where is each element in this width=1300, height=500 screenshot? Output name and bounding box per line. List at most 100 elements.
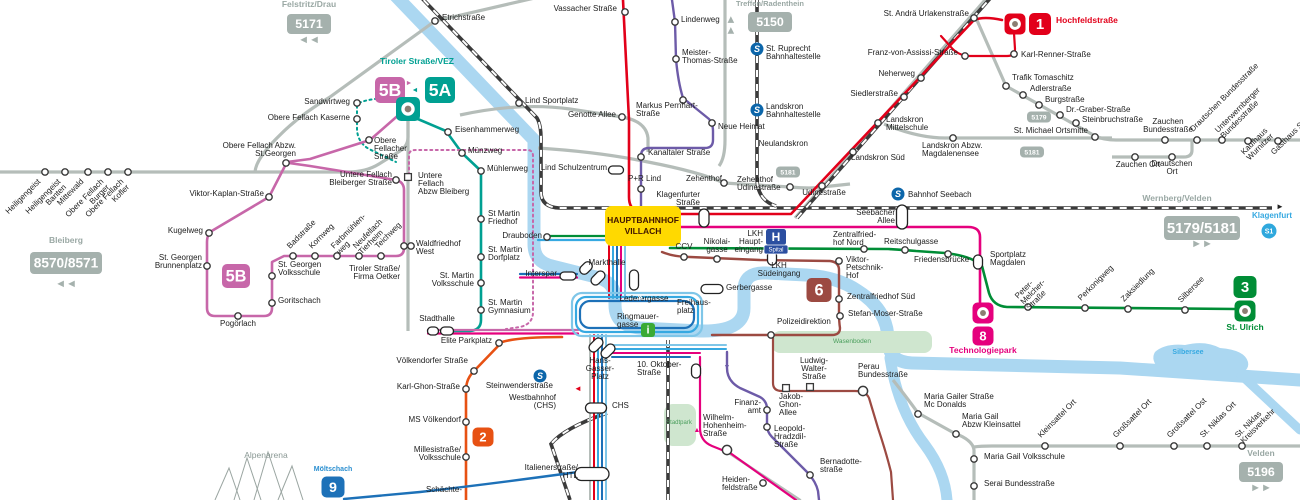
stop-label: Kugelweg	[168, 226, 203, 235]
stop-label: Neue Heimat	[718, 122, 765, 131]
stop-marker	[265, 193, 273, 201]
stop-label: Völkendorfer Straße	[396, 356, 468, 365]
regional-road	[883, 122, 1112, 140]
regional-route-badge	[748, 12, 792, 32]
bus-line-badge	[472, 427, 494, 447]
stop-label: Polizeidirektion	[777, 317, 831, 326]
stop-square-marker	[805, 382, 815, 392]
stop-label: Ringmauer-gasse	[617, 312, 659, 329]
stop-marker	[515, 99, 523, 107]
mountain-outline	[214, 466, 241, 500]
mountain-outline	[277, 464, 304, 500]
stop-label: Siedlerstraße	[850, 89, 898, 98]
stop-label: Gasthaus Schiller	[1269, 105, 1300, 156]
stop-label: Ludwig-Walter-Straße	[800, 356, 828, 381]
stop-label: Wasenboden	[833, 338, 871, 345]
stop-marker	[1203, 442, 1211, 450]
stop-marker	[860, 245, 868, 253]
stop-marker	[1116, 442, 1124, 450]
stop-marker	[680, 253, 688, 261]
stop-label: Perkonigweg	[1076, 263, 1115, 302]
stop-marker	[203, 262, 211, 270]
stop-label: Eisenhammerweg	[455, 125, 519, 134]
stop-marker	[431, 17, 439, 25]
city-ring-line	[578, 299, 696, 330]
mountain-outline	[253, 450, 285, 500]
stop-label: Stefan-Moser-Straße	[848, 309, 923, 318]
stop-marker	[377, 252, 385, 260]
stop-label: »	[637, 292, 642, 302]
railway-dash	[756, 0, 777, 207]
stop-label: ►►	[725, 14, 737, 36]
regional-road	[253, 0, 534, 173]
info-icon	[641, 323, 655, 337]
stop-label: Kleinsattel Ort	[1036, 397, 1078, 439]
stop-label: Großsattel Ort	[1111, 397, 1154, 440]
stop-marker	[763, 406, 771, 414]
stop-marker	[205, 229, 213, 237]
stop-marker	[849, 148, 857, 156]
stop-label: Velden	[1247, 448, 1274, 458]
bus-line-badge-label: 5A	[429, 80, 452, 100]
stop-marker	[763, 423, 771, 431]
stop-marker	[365, 136, 373, 144]
stop-marker	[621, 8, 629, 16]
stop-marker	[818, 182, 826, 190]
stop-label: Landskron Abzw.Magdalenensee	[922, 141, 982, 158]
stop-marker	[470, 367, 478, 375]
stop-label: Dr.-Graber-Straße	[1066, 105, 1131, 114]
stop-label: CHS	[612, 401, 629, 410]
stop-label: ▼	[724, 364, 731, 371]
stop-label: Münzweg	[468, 146, 502, 155]
stop-label: Burgstraße	[1045, 95, 1085, 104]
bus-line-badge	[222, 264, 250, 288]
bus-line-badge-label: 3	[1241, 279, 1249, 296]
stop-marker-large	[721, 444, 733, 456]
stop-label: Jakob-Ghon-Allee	[779, 392, 803, 417]
stop-label: Kanaltaler Straße	[648, 148, 711, 157]
stop-label: Schächte-	[426, 485, 462, 494]
stop-marker	[874, 119, 882, 127]
bus-line-badge-label: 5B	[379, 80, 402, 100]
stop-marker	[949, 134, 957, 142]
stop-label: Markus Pernhart-Straße	[636, 101, 698, 118]
stop-label: Friedensbrücke	[914, 255, 970, 264]
interchange-capsule	[426, 326, 440, 336]
bus-line	[408, 149, 534, 330]
stop-label: Goritschach	[278, 296, 321, 305]
regional-road	[459, 104, 650, 152]
bus-line	[205, 110, 406, 318]
stop-marker	[289, 252, 297, 260]
stop-label: Steinwenderstraße	[486, 381, 554, 390]
sbahn-icon-letter: S	[754, 105, 760, 115]
interchange-capsule	[690, 363, 702, 379]
stop-label: Peter-Melcher-Straße	[1013, 272, 1053, 312]
stop-label: Bahnhof Seebach	[908, 190, 972, 199]
stop-label: Tiroler Straße/VEZ	[380, 56, 454, 66]
stop-label: MS Völkendorf	[409, 415, 462, 424]
stop-label: Mühlenweg	[487, 164, 528, 173]
stop-marker	[836, 312, 844, 320]
stop-label: Italienerstraße/HTL	[525, 463, 579, 480]
hauptbahnhof-label: VILLACH	[625, 226, 662, 236]
stop-marker	[1056, 111, 1064, 119]
stop-marker	[917, 74, 925, 82]
stop-marker	[835, 295, 843, 303]
hospital-banner	[763, 244, 789, 255]
stop-label: St. Andrä Urlakenstraße	[884, 9, 970, 18]
stop-marker	[1010, 50, 1018, 58]
stop-label: Viktor-Petschnik-Hof	[846, 255, 884, 280]
stop-marker	[1081, 304, 1089, 312]
stop-label: Lindenweg	[681, 15, 720, 24]
stop-label: Meister-Thomas-Straße	[682, 48, 738, 65]
bus-line	[725, 350, 821, 500]
stop-marker	[1019, 91, 1027, 99]
